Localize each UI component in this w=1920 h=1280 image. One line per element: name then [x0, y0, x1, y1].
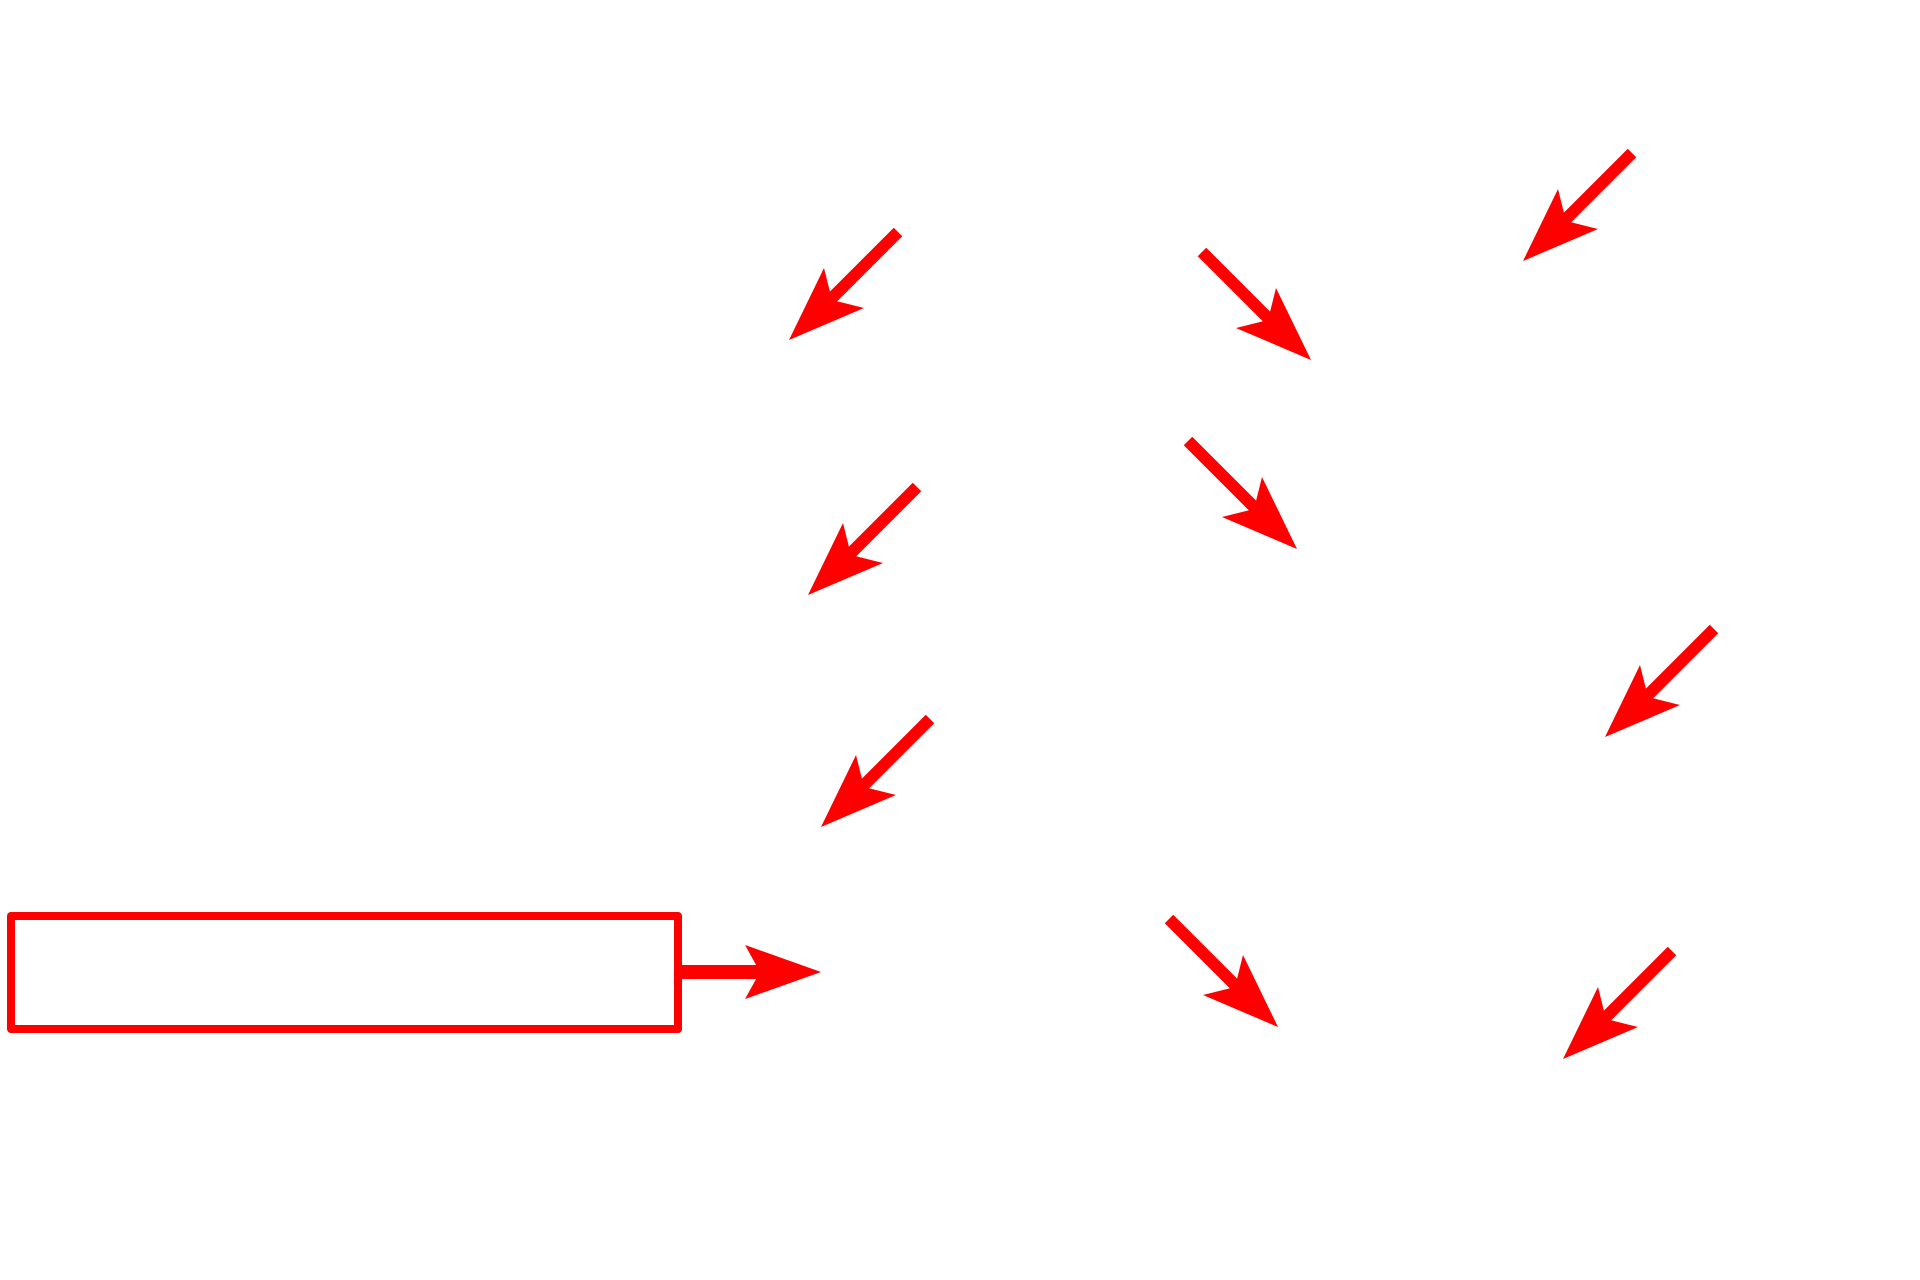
arrow-down-right-icon [1183, 436, 1297, 549]
arrow-down-left-icon [808, 482, 922, 595]
arrow-right-icon [678, 945, 821, 999]
arrow-down-left-icon [1605, 624, 1719, 737]
arrow-down-left-icon [789, 227, 903, 340]
arrow-down-right-icon [1164, 914, 1278, 1027]
arrow-down-left-icon [1523, 148, 1637, 261]
arrow-down-left-icon [821, 714, 935, 827]
arrow-down-right-icon [1197, 247, 1311, 360]
arrow-down-left-icon [1563, 946, 1677, 1059]
